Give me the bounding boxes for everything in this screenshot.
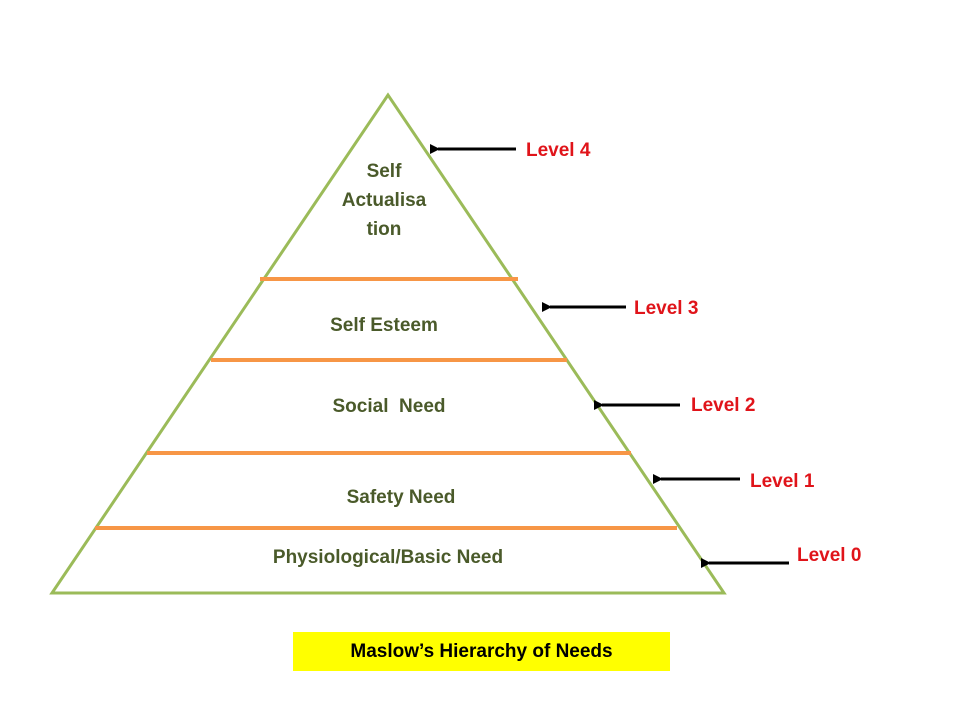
level-label-0: Level 0 <box>797 545 861 566</box>
level-label-2: Level 2 <box>691 395 755 416</box>
level-label-4: Level 4 <box>526 140 591 161</box>
tier-label-level3: Self Esteem <box>330 315 438 336</box>
diagram-caption: Maslow’s Hierarchy of Needs <box>293 632 670 671</box>
tier-label-level2: Social Need <box>333 396 446 417</box>
level-label-1: Level 1 <box>750 471 815 492</box>
tier-label-level4-line3: tion <box>367 219 402 240</box>
tier-label-level1: Safety Need <box>347 487 456 508</box>
tier-label-level4-line1: Self <box>367 161 403 182</box>
pyramid-outline <box>49 92 727 595</box>
tier-label-level0: Physiological/Basic Need <box>273 547 503 568</box>
tier-label-level4-line2: Actualisa <box>342 190 427 211</box>
level-label-3: Level 3 <box>634 298 698 319</box>
